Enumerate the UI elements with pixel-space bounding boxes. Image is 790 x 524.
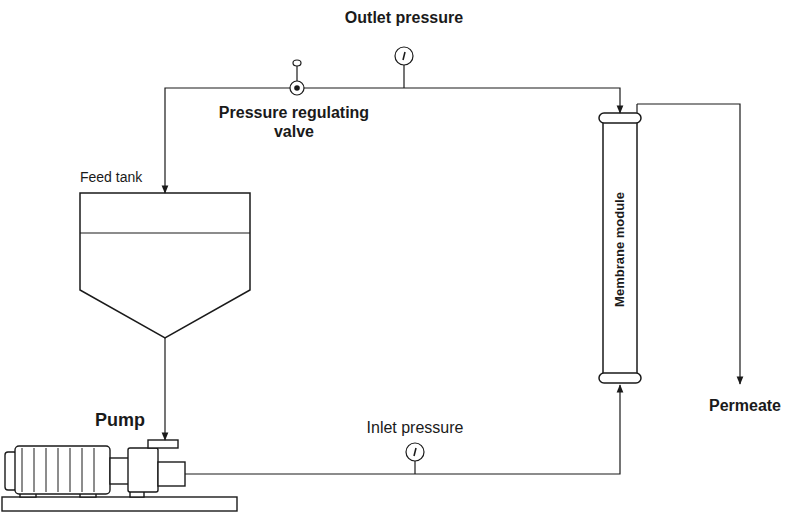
valve-label: Pressure regulating valve bbox=[199, 103, 389, 141]
permeate-line bbox=[637, 104, 740, 384]
gauge-needle bbox=[403, 52, 405, 60]
gauge-stem bbox=[403, 65, 404, 88]
pipe-connector bbox=[164, 338, 165, 440]
pressure-gauge bbox=[395, 47, 413, 65]
gauge-label: Outlet pressure bbox=[304, 8, 504, 27]
valve-core bbox=[294, 85, 300, 91]
tank-outline bbox=[80, 193, 250, 338]
stream-label: Permeate bbox=[700, 396, 790, 415]
gauge-stem bbox=[414, 461, 415, 474]
pipe-connector bbox=[165, 88, 620, 193]
pressure-gauge bbox=[406, 443, 424, 461]
module-cap bbox=[599, 373, 641, 383]
node-label: Pump bbox=[95, 410, 145, 431]
pump-illustration bbox=[2, 440, 237, 511]
liquid-level bbox=[80, 232, 250, 233]
gauge-label: Inlet pressure bbox=[335, 418, 495, 437]
node-label: Feed tank bbox=[80, 169, 142, 185]
valve-handle bbox=[293, 60, 301, 66]
module-body bbox=[603, 120, 637, 376]
node-label: Membrane module bbox=[613, 192, 628, 307]
pipe-connector bbox=[185, 385, 620, 474]
membrane-module: Membrane module bbox=[601, 113, 639, 385]
valve-symbol bbox=[290, 81, 304, 95]
module-cap bbox=[599, 113, 641, 123]
permeate-tap bbox=[636, 104, 637, 113]
gauge-needle bbox=[414, 448, 416, 456]
pump-node: Pump bbox=[5, 440, 185, 497]
tank-node: Feed tank bbox=[80, 193, 250, 338]
valve-stem bbox=[296, 66, 297, 81]
